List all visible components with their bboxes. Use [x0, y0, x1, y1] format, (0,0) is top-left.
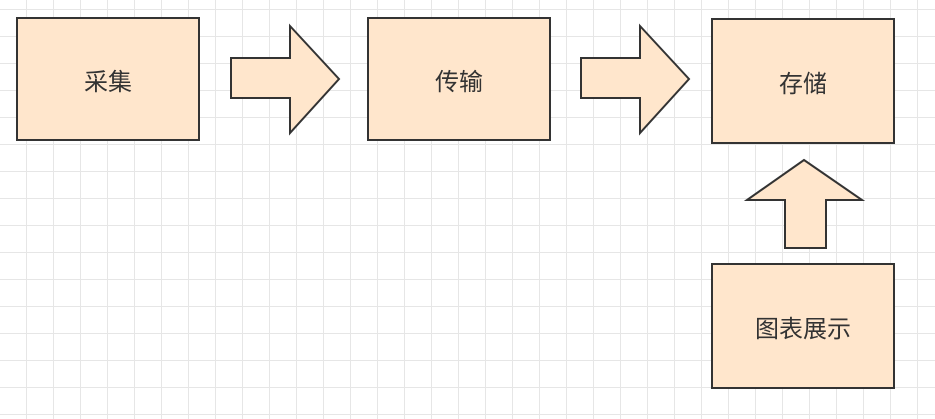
node-collect[interactable]: 采集 [16, 17, 200, 141]
node-label: 采集 [84, 67, 132, 96]
node-transfer[interactable]: 传输 [367, 17, 551, 141]
arrow-transfer-to-storage [580, 23, 691, 136]
node-label: 存储 [779, 69, 827, 98]
node-chart-display[interactable]: 图表展示 [711, 263, 895, 389]
node-label: 图表展示 [755, 314, 851, 343]
node-label: 传输 [435, 67, 483, 96]
arrow-collect-to-transfer [230, 23, 341, 136]
node-storage[interactable]: 存储 [711, 18, 895, 144]
arrow-chart-to-storage [743, 158, 866, 249]
